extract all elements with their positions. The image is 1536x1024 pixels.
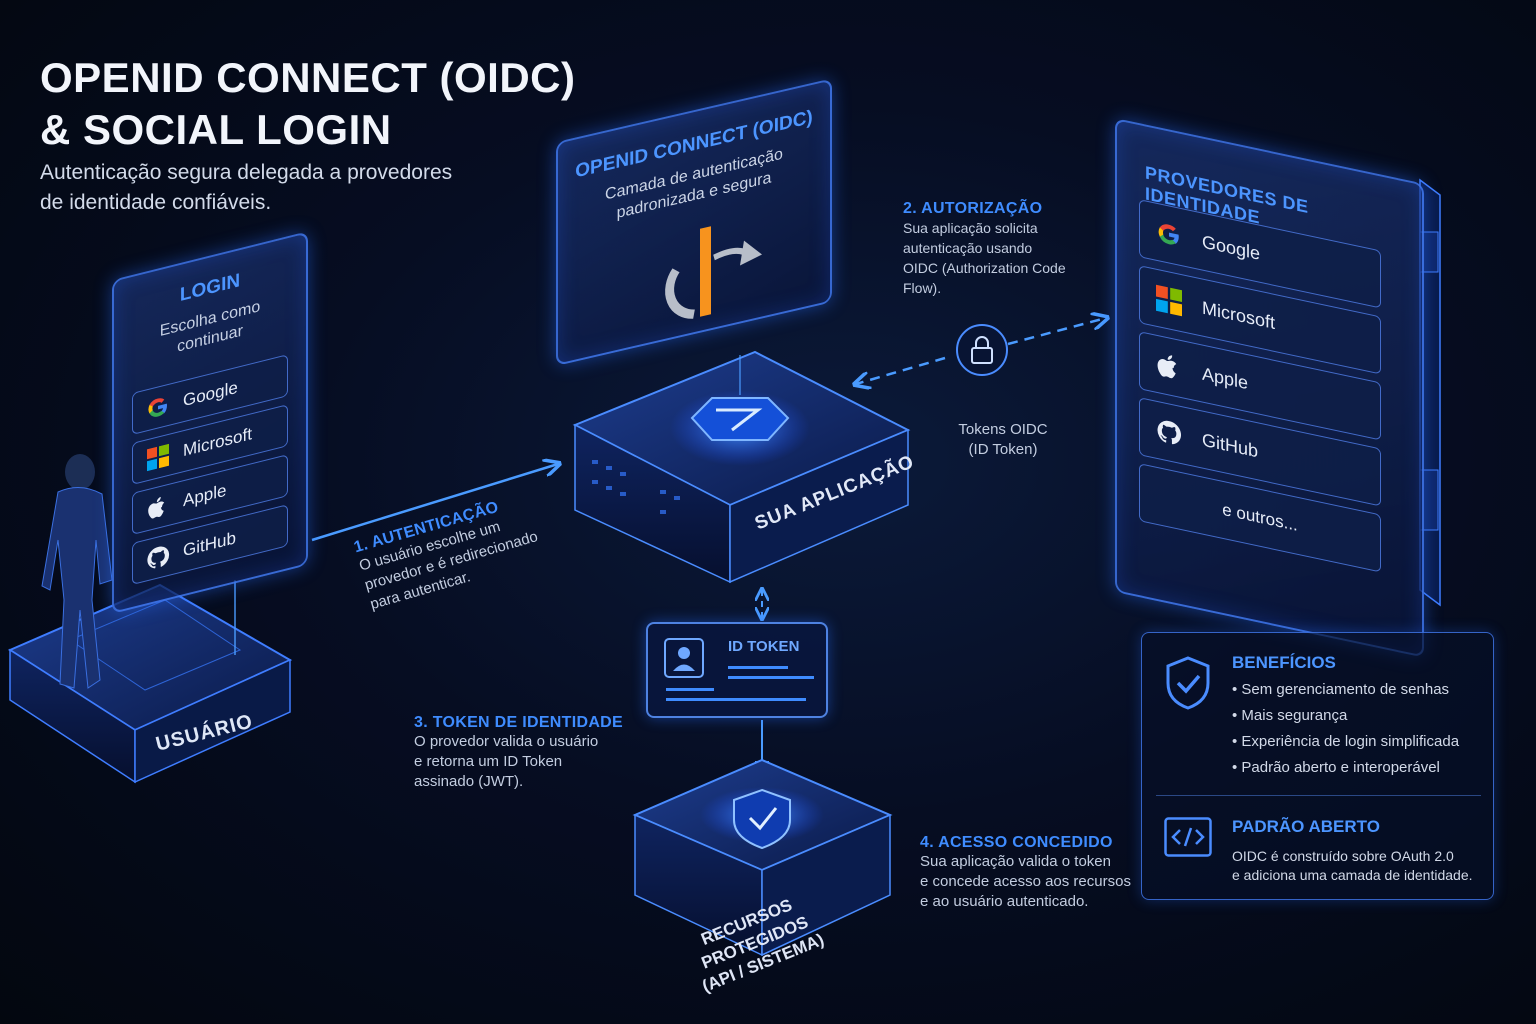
user-platform	[7, 583, 293, 784]
provider-google-label: Google	[1202, 230, 1261, 264]
step-2-line1: Sua aplicação solicita	[903, 220, 1038, 236]
benefits-box: BENEFÍCIOS • Sem gerenciamento de senhas…	[1141, 632, 1494, 900]
tokens-label-1: Tokens OIDC	[958, 421, 1048, 438]
microsoft-icon	[1156, 284, 1182, 317]
token-arrow	[856, 356, 946, 384]
github-icon	[145, 541, 171, 573]
github-icon	[1156, 417, 1182, 449]
login-apple-label: Apple	[183, 480, 227, 511]
step-2-line2: autenticação usando	[903, 240, 1033, 256]
google-icon	[145, 391, 171, 423]
benefit-item-3: • Experiência de login simplificada	[1232, 733, 1460, 750]
code-icon	[1164, 817, 1212, 857]
benefit-item-4: • Padrão aberto e interoperável	[1232, 759, 1440, 776]
title-line2: & SOCIAL LOGIN	[40, 106, 392, 153]
step-4-line2: e concede acesso aos recursos	[920, 873, 1131, 890]
page-title: OPENID CONNECT (OIDC) & SOCIAL LOGIN	[40, 52, 576, 156]
resources-cube	[632, 758, 893, 957]
login-google-label: Google	[183, 377, 238, 411]
microsoft-icon	[145, 441, 171, 473]
provider-microsoft[interactable]: Microsoft	[1139, 265, 1381, 375]
divider	[1156, 795, 1481, 796]
tokens-label-2: (ID Token)	[968, 441, 1038, 458]
provider-apple[interactable]: Apple	[1139, 331, 1381, 441]
provider-microsoft-label: Microsoft	[1202, 296, 1276, 333]
step-4-line1: Sua aplicação valida o token	[920, 853, 1111, 870]
id-token-label: ID TOKEN	[728, 638, 800, 655]
authorize-arrow	[1007, 318, 1106, 346]
step-2-line4: Flow).	[903, 280, 942, 296]
benefit-item-1: • Sem gerenciamento de senhas	[1232, 681, 1450, 698]
providers-panel: PROVEDORES DE IDENTIDADE Google Microsof…	[1115, 118, 1424, 658]
step-3-line2: e retorna um ID Token	[414, 753, 563, 770]
auth-arrow	[311, 464, 558, 542]
login-microsoft-label: Microsoft	[183, 424, 252, 461]
provider-google[interactable]: Google	[1139, 199, 1381, 309]
step-3-line1: O provedor valida o usuário	[414, 733, 599, 750]
provider-others-label: e outros...	[1222, 499, 1298, 535]
tokens-label: Tokens OIDC (ID Token)	[945, 420, 1061, 460]
open-standard-line2: e adiciona uma camada de identidade.	[1232, 867, 1473, 883]
step-3-heading: 3. TOKEN DE IDENTIDADE	[414, 714, 623, 731]
apple-icon	[145, 491, 171, 523]
shield-check-icon	[1166, 656, 1210, 710]
login-microsoft-button[interactable]: Microsoft	[132, 404, 288, 486]
provider-apple-label: Apple	[1202, 362, 1249, 393]
login-github-label: GitHub	[183, 528, 236, 561]
step-3-line3: assinado (JWT).	[414, 773, 524, 790]
title-line1: OPENID CONNECT (OIDC)	[40, 54, 576, 101]
app-cube	[572, 350, 911, 584]
oidc-panel: OPENID CONNECT (OIDC) Camada de autentic…	[556, 78, 832, 366]
login-github-button[interactable]: GitHub	[132, 504, 288, 586]
open-standard-heading: PADRÃO ABERTO	[1232, 817, 1380, 836]
login-google-button[interactable]: Google	[132, 354, 288, 436]
user-avatar-icon	[664, 638, 704, 678]
google-icon	[1156, 219, 1182, 251]
step-4-heading: 4. ACESSO CONCEDIDO	[920, 834, 1113, 851]
step-2: 2. AUTORIZAÇÃO Sua aplicação solicita au…	[903, 200, 1066, 298]
step-2-line3: OIDC (Authorization Code	[903, 260, 1066, 276]
page-subtitle: Autenticação segura delegada a provedore…	[40, 161, 453, 214]
lock-icon	[956, 324, 1008, 376]
login-apple-button[interactable]: Apple	[132, 454, 288, 536]
step-4: 4. ACESSO CONCEDIDO Sua aplicação valida…	[920, 834, 1131, 912]
person-figure	[41, 454, 113, 689]
open-standard-line1: OIDC é construído sobre OAuth 2.0	[1232, 848, 1454, 864]
benefits-heading: BENEFÍCIOS	[1232, 653, 1336, 672]
provider-github[interactable]: GitHub	[1139, 397, 1381, 507]
providers-device	[1419, 178, 1441, 607]
benefit-item-2: • Mais segurança	[1232, 707, 1348, 724]
login-panel: LOGIN Escolha como continuar Google Micr…	[112, 231, 308, 614]
step-2-heading: 2. AUTORIZAÇÃO	[903, 200, 1043, 217]
id-token-card: ID TOKEN	[646, 622, 828, 718]
step-4-line3: e ao usuário autenticado.	[920, 893, 1089, 910]
provider-github-label: GitHub	[1202, 428, 1259, 461]
openid-logo-icon	[665, 226, 762, 319]
step-3: 3. TOKEN DE IDENTIDADE O provedor valida…	[414, 714, 623, 792]
apple-icon	[1156, 351, 1182, 383]
